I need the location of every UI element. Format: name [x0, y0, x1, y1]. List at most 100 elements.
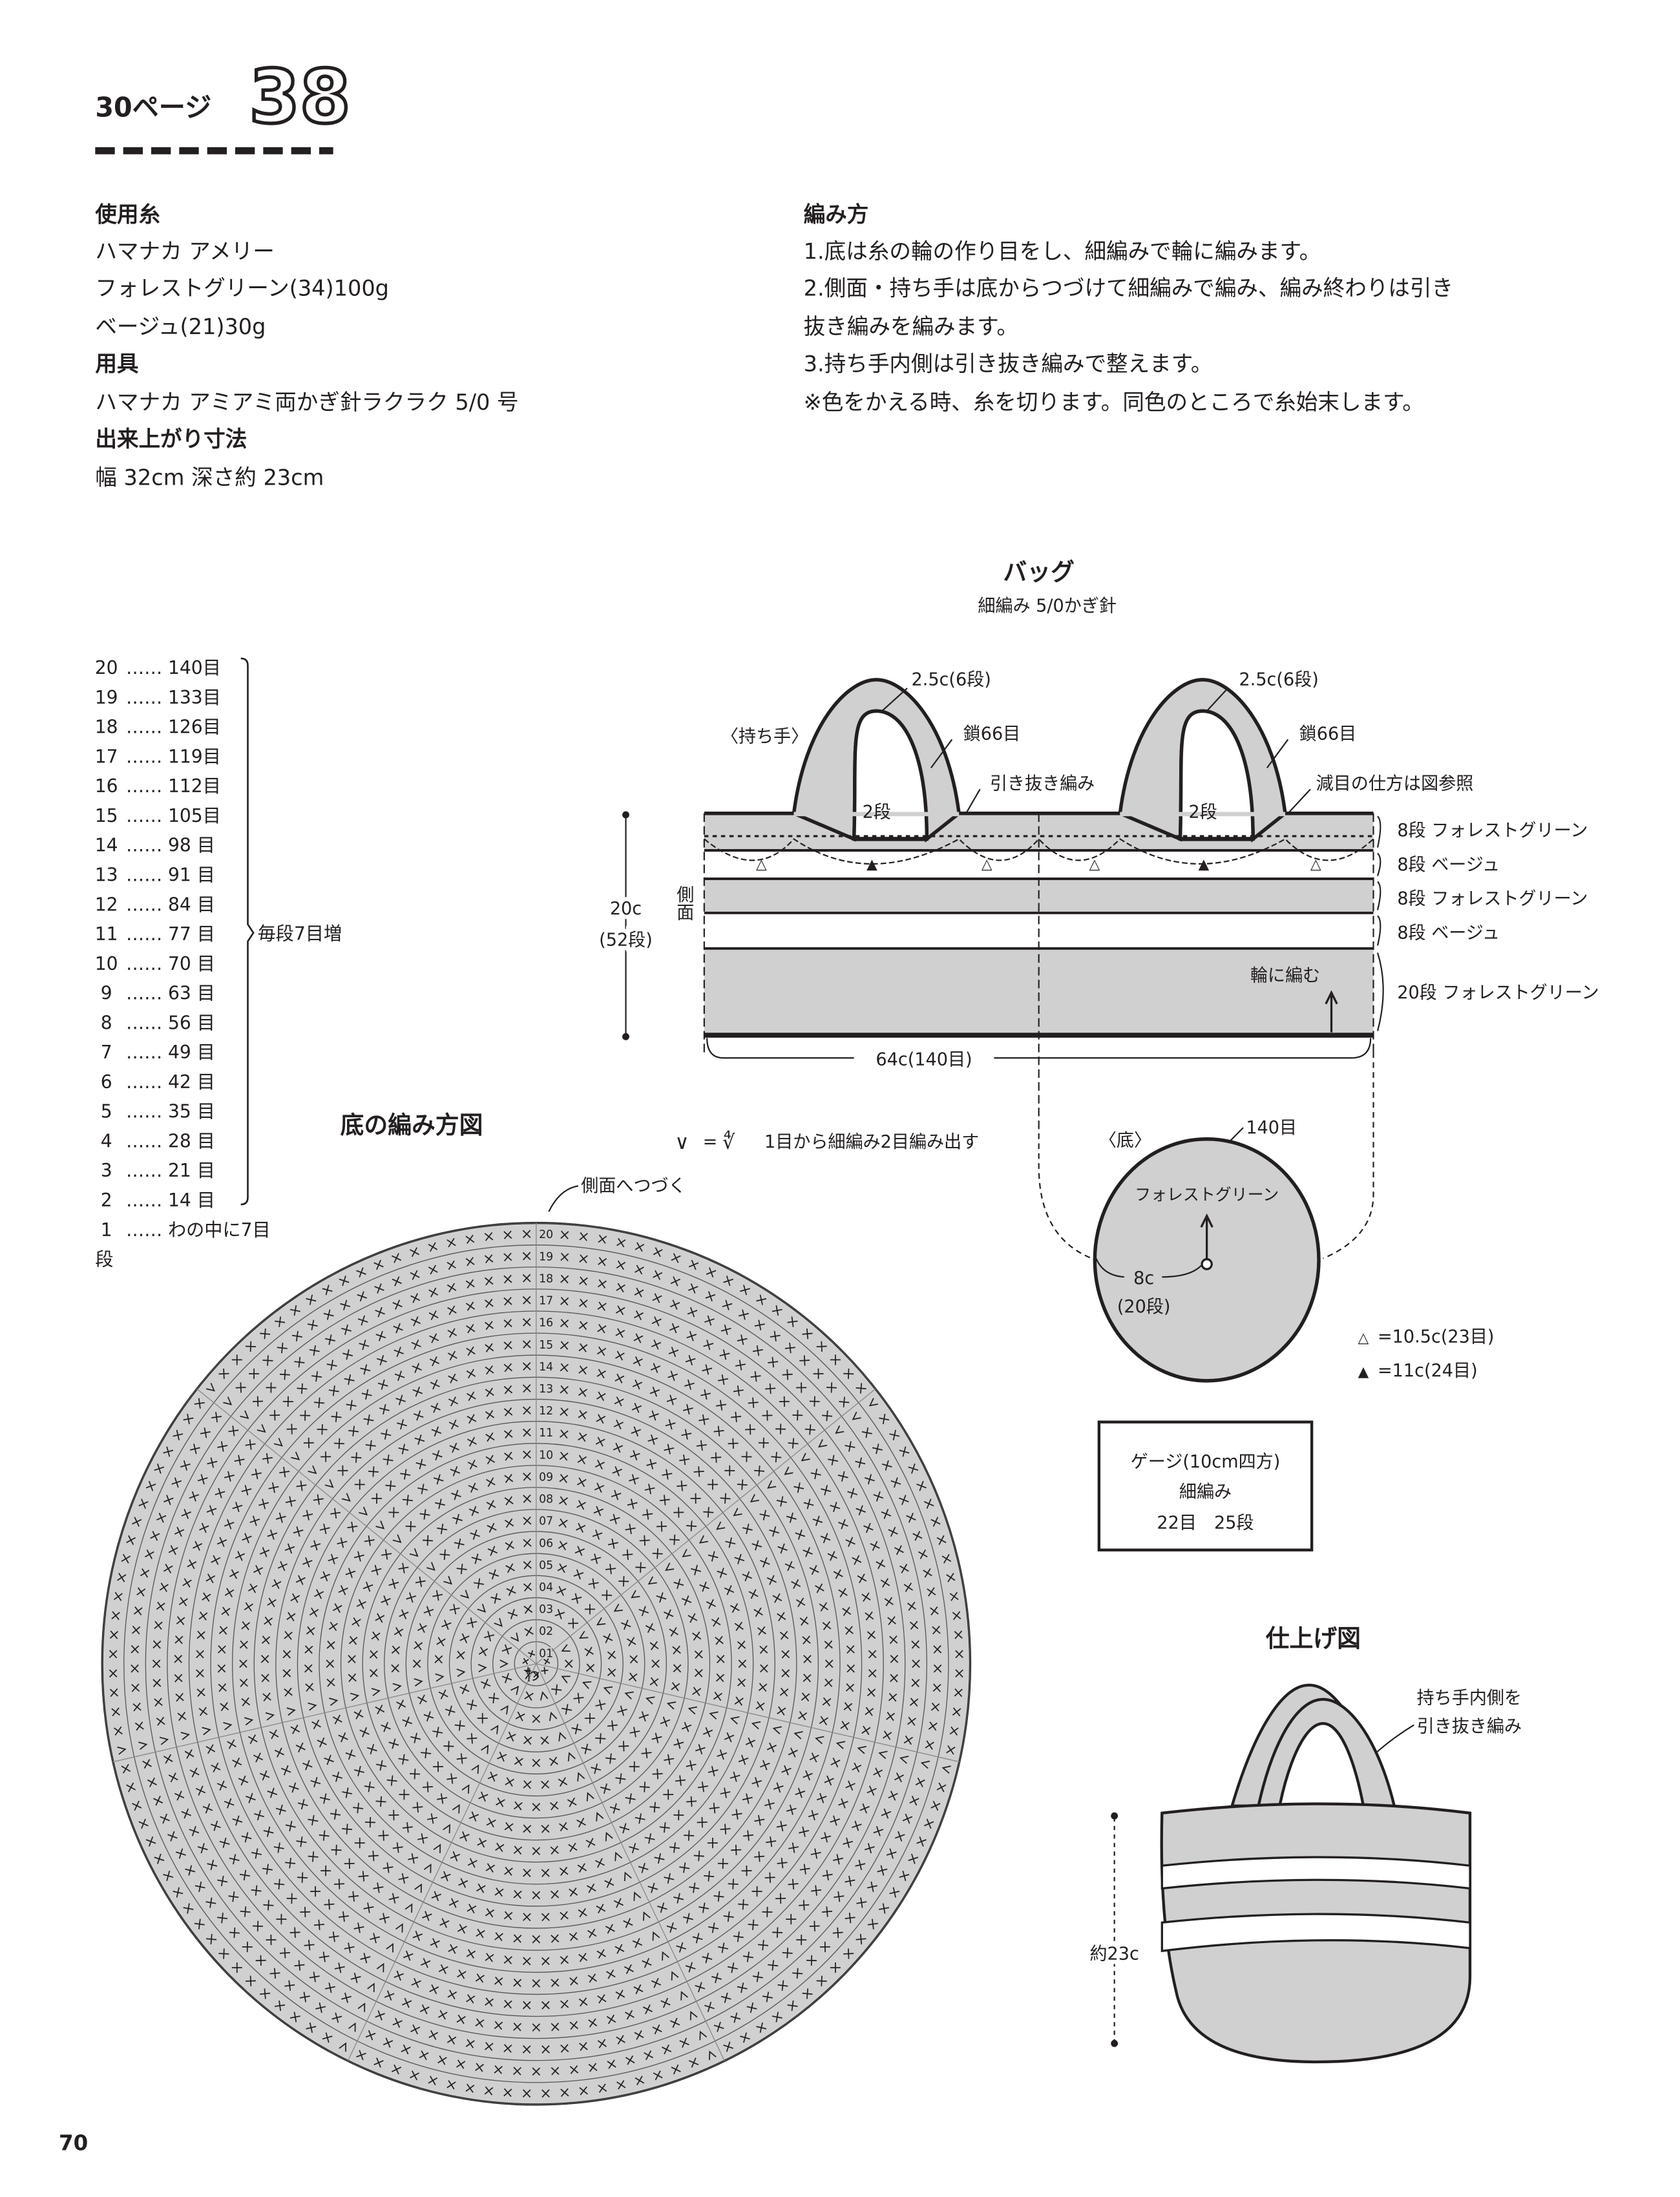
single-crochet-mark — [261, 1635, 271, 1645]
single-crochet-mark — [504, 1451, 513, 1461]
single-crochet-mark — [391, 1645, 401, 1655]
single-crochet-mark — [524, 1626, 534, 1637]
single-crochet-mark — [197, 1474, 208, 1485]
single-crochet-mark — [428, 1265, 438, 1275]
single-crochet-mark — [503, 1407, 513, 1416]
single-crochet-mark — [856, 1933, 866, 1945]
single-crochet-mark — [235, 1551, 245, 1561]
single-crochet-mark — [344, 1374, 355, 1385]
stitch-count-row: 19……133目 — [95, 687, 221, 708]
round-number: 02 — [539, 1625, 553, 1638]
single-crochet-mark — [378, 1830, 389, 1841]
single-crochet-mark — [303, 1437, 314, 1449]
page-number: 70 — [59, 2130, 88, 2155]
single-crochet-mark — [675, 1775, 686, 1786]
round-number: 05 — [539, 1559, 553, 1572]
single-crochet-mark — [645, 1623, 655, 1634]
increase-stitch-mark — [751, 1721, 761, 1730]
bottom-label: 〈底〉 — [1099, 1131, 1151, 1151]
finished-note: 引き抜き編み — [1417, 1716, 1522, 1736]
single-crochet-mark — [576, 1522, 586, 1533]
increase-stitch-mark — [308, 1702, 317, 1711]
row-dots: …… — [126, 1130, 162, 1151]
single-crochet-mark — [598, 1257, 607, 1267]
single-crochet-mark — [375, 1613, 385, 1623]
increase-stitch-mark — [392, 1534, 402, 1543]
single-crochet-mark — [607, 1538, 618, 1550]
row-count: 133目 — [168, 687, 221, 708]
single-crochet-mark — [381, 1721, 391, 1732]
single-crochet-mark — [197, 1843, 208, 1854]
single-crochet-mark — [722, 1299, 733, 1310]
single-crochet-mark — [551, 2023, 560, 2032]
single-crochet-mark — [523, 1780, 532, 1789]
single-crochet-mark — [394, 1627, 404, 1637]
single-crochet-mark — [239, 1659, 247, 1668]
single-crochet-mark — [613, 1898, 624, 1908]
increase-stitch-mark — [920, 1760, 930, 1769]
single-crochet-mark — [309, 1971, 320, 1982]
increase-stitch-mark — [461, 1784, 470, 1794]
single-crochet-mark — [865, 1474, 875, 1485]
single-crochet-mark — [232, 1815, 243, 1826]
single-crochet-mark — [703, 1507, 714, 1518]
single-crochet-mark — [202, 1592, 211, 1602]
single-crochet-mark — [448, 1419, 459, 1430]
single-crochet-mark — [494, 1932, 503, 1942]
single-crochet-mark — [616, 2080, 626, 2090]
increase-stitch-mark — [540, 1691, 549, 1701]
single-crochet-mark — [679, 1862, 690, 1873]
single-crochet-mark — [311, 1719, 321, 1730]
single-crochet-mark — [410, 1769, 421, 1780]
single-crochet-mark — [604, 1878, 614, 1888]
chain-label: 鎖66目 — [963, 724, 1021, 744]
single-crochet-mark — [605, 1924, 615, 1934]
single-crochet-mark — [147, 1777, 157, 1787]
single-crochet-mark — [297, 1799, 308, 1810]
single-crochet-mark — [616, 1283, 625, 1293]
single-crochet-mark — [571, 1723, 582, 1734]
increase-stitch-mark — [500, 1705, 509, 1715]
single-crochet-mark — [605, 1753, 616, 1764]
single-crochet-mark — [662, 2044, 672, 2055]
bottom-radius: 8c — [1133, 1268, 1154, 1288]
single-crochet-mark — [635, 2076, 645, 2086]
bottom-chart-title: 底の編み方図 — [340, 1111, 483, 1139]
single-crochet-mark — [569, 2065, 579, 2074]
single-crochet-mark — [522, 1296, 531, 1305]
direction-arrow-icon — [1200, 1213, 1213, 1259]
single-crochet-mark — [514, 1756, 523, 1766]
single-crochet-mark — [627, 1498, 638, 1509]
single-crochet-mark — [202, 1803, 213, 1814]
increase-stitch-mark — [624, 1871, 632, 1882]
single-crochet-mark — [306, 1294, 317, 1305]
single-crochet-mark — [707, 1838, 718, 1849]
increase-stitch-mark — [481, 1744, 489, 1754]
single-crochet-mark — [649, 1677, 659, 1687]
single-crochet-mark — [933, 1645, 942, 1654]
single-crochet-mark — [347, 1521, 358, 1533]
single-crochet-mark — [471, 1553, 482, 1564]
single-crochet-mark — [478, 1791, 488, 1802]
single-crochet-mark — [152, 1659, 161, 1668]
single-crochet-mark — [664, 1873, 675, 1884]
single-crochet-mark — [560, 1252, 569, 1261]
single-crochet-mark — [770, 1330, 781, 1341]
single-crochet-mark — [654, 1853, 665, 1864]
row-dots: …… — [126, 775, 162, 797]
increase-stitch-mark — [716, 1521, 726, 1530]
single-crochet-mark — [501, 1644, 512, 1655]
single-crochet-mark — [626, 1637, 636, 1646]
single-crochet-mark — [859, 1803, 870, 1814]
single-crochet-mark — [288, 1782, 299, 1793]
single-crochet-mark — [796, 1934, 807, 1946]
single-crochet-mark — [413, 1410, 424, 1421]
single-crochet-mark — [193, 1540, 203, 1551]
single-crochet-mark — [881, 1808, 892, 1819]
single-crochet-mark — [291, 1330, 302, 1341]
row-count: わの中に7目 — [168, 1219, 271, 1241]
single-crochet-mark — [134, 1721, 144, 1731]
single-crochet-mark — [612, 1466, 622, 1477]
stitch-count-row: 2……14 目 — [101, 1190, 215, 1211]
single-crochet-mark — [504, 1866, 513, 1876]
